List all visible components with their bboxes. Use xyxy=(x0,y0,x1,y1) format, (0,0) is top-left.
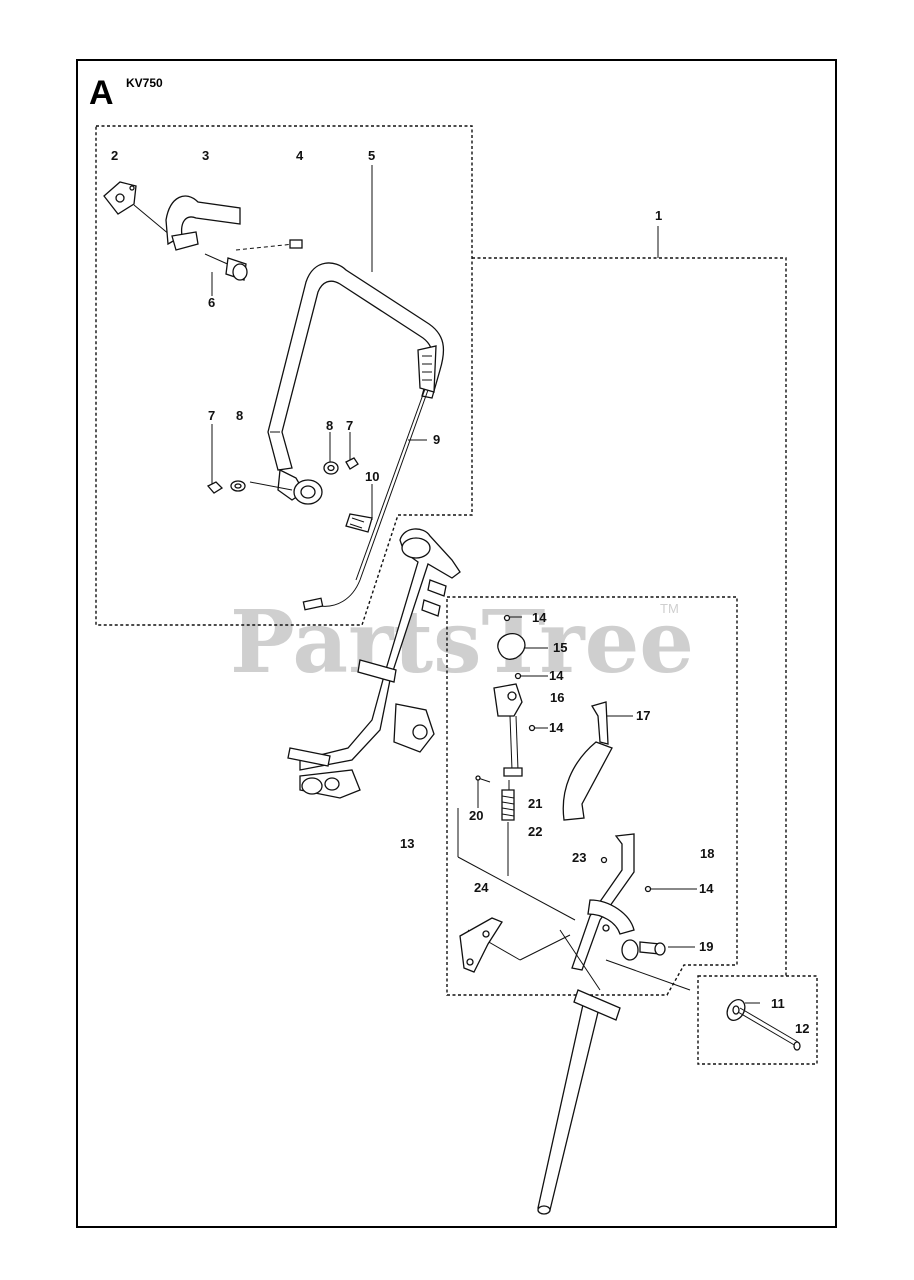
part-10-adjuster xyxy=(345,513,373,533)
callout-14-b: 14 xyxy=(549,668,564,683)
callout-8-right: 8 xyxy=(326,418,333,433)
callout-18: 18 xyxy=(700,846,714,861)
callout-4: 4 xyxy=(296,148,304,163)
section-letter: A xyxy=(89,74,114,112)
part-7-nut-left xyxy=(206,481,224,494)
watermark: PartsTree xyxy=(230,592,694,693)
leader-lines xyxy=(211,165,760,1004)
part-6-pin xyxy=(204,253,248,281)
assembly-bracket-line xyxy=(472,257,787,976)
callout-1: 1 xyxy=(655,208,662,223)
part-4-screw xyxy=(235,239,303,251)
callout-14-c: 14 xyxy=(549,720,564,735)
part-12-bolt xyxy=(737,1007,801,1051)
callout-17: 17 xyxy=(636,708,650,723)
callout-15: 15 xyxy=(553,640,567,655)
trademark: TM xyxy=(660,601,679,616)
part-14-screw-b xyxy=(514,672,522,680)
part-9-cable xyxy=(302,388,429,611)
callout-11: 11 xyxy=(771,996,785,1011)
part-14-screw-d xyxy=(644,885,652,893)
part-2-bracket xyxy=(103,181,171,236)
part-20-pin xyxy=(475,775,491,783)
callout-6: 6 xyxy=(208,295,215,310)
callout-19: 19 xyxy=(699,939,713,954)
part-8-washer-right xyxy=(323,461,339,475)
part-8-washer-left xyxy=(230,480,246,492)
callout-9: 9 xyxy=(433,432,440,447)
callout-23: 23 xyxy=(572,850,586,865)
callout-7-right: 7 xyxy=(346,418,353,433)
part-18-control-lever xyxy=(571,833,635,971)
callout-13: 13 xyxy=(400,836,414,851)
part-19-bolt xyxy=(621,939,666,961)
callout-12: 12 xyxy=(795,1021,809,1036)
diagram-frame xyxy=(76,59,837,1228)
part-5-handle xyxy=(267,262,445,471)
callout-5: 5 xyxy=(368,148,375,163)
callout-2: 2 xyxy=(111,148,118,163)
part-17-latch xyxy=(562,701,613,821)
part-13-frame xyxy=(287,528,461,799)
part-15-knob xyxy=(497,633,526,660)
callout-16: 16 xyxy=(550,690,564,705)
callout-7-left: 7 xyxy=(208,408,215,423)
part-14-screw-c xyxy=(528,724,536,732)
callout-20: 20 xyxy=(469,808,483,823)
handle-group-box xyxy=(95,125,473,626)
part-23-pin xyxy=(600,856,608,864)
part-24-arm xyxy=(459,917,503,973)
handle-hub xyxy=(249,468,323,505)
control-rod xyxy=(537,929,691,1215)
callout-14-d: 14 xyxy=(699,881,714,896)
part-3-clamp xyxy=(165,195,241,251)
model-label: KV750 xyxy=(126,76,163,90)
bolt-group-box xyxy=(697,975,818,1065)
part-14-screw-a xyxy=(503,614,511,622)
part-7-nut-right xyxy=(345,457,359,470)
callout-24: 24 xyxy=(474,880,489,895)
callout-22: 22 xyxy=(528,824,542,839)
part-21-spring xyxy=(501,789,515,840)
callout-14-a: 14 xyxy=(532,610,547,625)
part-16-lever xyxy=(493,683,523,777)
callout-21: 21 xyxy=(528,796,542,811)
callout-8-left: 8 xyxy=(236,408,243,423)
control-group-box xyxy=(446,596,738,996)
part-11-washer xyxy=(726,999,746,1021)
callout-10: 10 xyxy=(365,469,379,484)
callout-3: 3 xyxy=(202,148,209,163)
